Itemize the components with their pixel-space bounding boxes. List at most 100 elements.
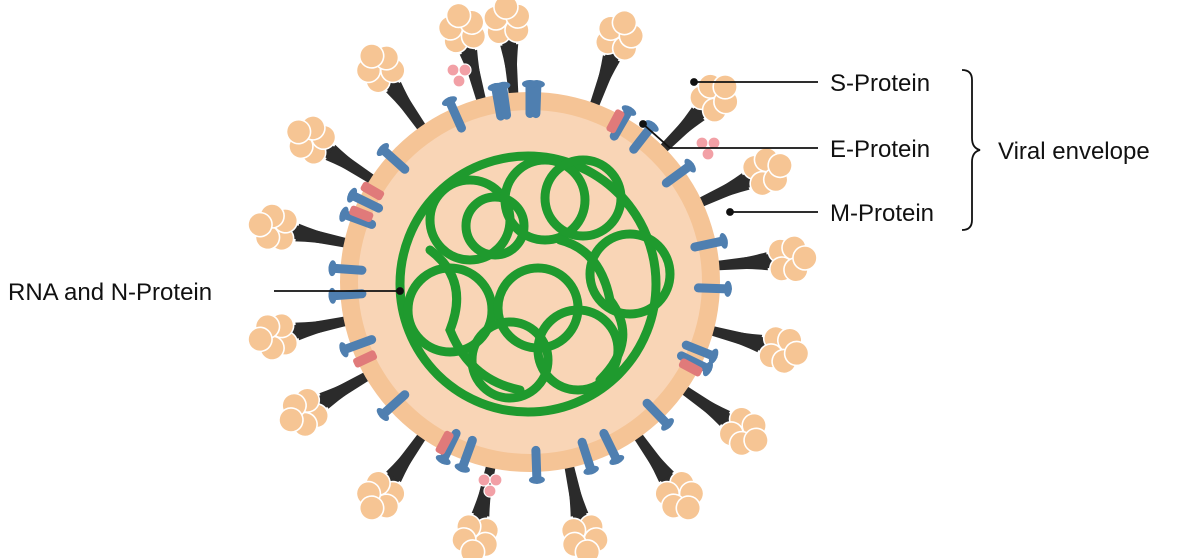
e-protein-head-lobe: [458, 63, 472, 77]
m-protein-body: [445, 97, 466, 133]
m-protein-body: [457, 435, 477, 473]
spike-head-lobe: [445, 2, 472, 29]
e-protein-head-lobe: [701, 147, 715, 161]
e-protein: [360, 181, 385, 201]
e-protein-body: [606, 109, 625, 134]
m-protein: [347, 187, 384, 213]
m-protein: [339, 335, 377, 358]
e-protein: [606, 109, 625, 134]
e-protein-head-lobe: [483, 484, 497, 498]
e-protein-layer: [349, 63, 721, 498]
m-protein-body: [609, 106, 634, 141]
m-protein-cap: [441, 96, 457, 107]
m-protein-cap: [621, 105, 637, 116]
e-protein-head-lobe: [452, 74, 466, 88]
m-protein: [435, 428, 461, 465]
m-protein: [676, 351, 713, 377]
m-protein-body: [577, 437, 596, 475]
m-protein-body: [339, 209, 377, 229]
m-protein-cap: [723, 280, 732, 297]
m-protein-cap: [684, 158, 696, 173]
rna-n-protein-leader-dot: [396, 287, 404, 295]
m-protein-body: [498, 81, 512, 120]
m-protein-cap: [661, 418, 674, 431]
m-protein-body: [347, 190, 384, 213]
m-protein-cap: [494, 81, 511, 91]
e-protein: [349, 205, 374, 223]
s-protein-leader-dot: [690, 78, 698, 86]
spike-head-lobe: [792, 245, 818, 271]
spike-head-lobe: [675, 495, 702, 521]
viral-envelope-brace: [961, 69, 981, 231]
m-protein-cap: [522, 80, 538, 88]
rna-outer-loop: [395, 151, 661, 417]
spike-head-lobe: [278, 407, 304, 433]
rna-n-protein-label: RNA and N-Protein: [8, 279, 212, 306]
m-protein-cap: [328, 260, 337, 277]
m-protein-cap: [702, 361, 713, 377]
m-protein-cap: [376, 407, 389, 422]
m-protein-cap: [435, 454, 451, 465]
m-protein: [599, 428, 625, 465]
spike-head-lobe: [358, 495, 385, 521]
m-protein-body: [690, 236, 728, 252]
m-protein: [441, 96, 466, 133]
m-protein: [376, 142, 410, 174]
e-protein-leader-dot: [639, 120, 647, 128]
m-protein-cap: [328, 287, 337, 304]
m-protein: [690, 232, 728, 252]
m-protein: [454, 435, 477, 473]
rna-strand: [555, 235, 628, 385]
m-protein-cap: [454, 463, 470, 473]
m-protein-body: [378, 145, 410, 174]
e-protein-body: [678, 358, 703, 377]
m-protein-cap: [339, 342, 349, 358]
m-protein-body: [661, 161, 695, 188]
e-protein-head: [477, 473, 503, 498]
m-protein: [693, 280, 732, 297]
m-protein-cap: [376, 142, 389, 157]
e-protein: [678, 358, 703, 377]
rna-n-protein-coil: [395, 151, 675, 417]
m-protein-body: [339, 335, 377, 355]
m-protein: [642, 398, 674, 431]
m-protein: [376, 390, 410, 422]
m-protein-cap: [583, 465, 599, 475]
m-protein-body: [599, 428, 622, 465]
rna-strand: [425, 245, 525, 395]
e-protein-head-lobe: [477, 473, 491, 487]
m-protein-cap: [645, 120, 659, 132]
m-protein-cap: [339, 206, 349, 222]
spike-head-lobe: [611, 9, 638, 36]
e-protein-head: [446, 63, 472, 88]
e-protein: [435, 430, 454, 455]
m-protein-label: M-Protein: [830, 200, 934, 227]
m-protein-body: [438, 428, 461, 465]
m-protein-body: [525, 80, 535, 118]
m-protein: [661, 158, 696, 188]
spike-head-lobe: [712, 74, 738, 100]
m-protein-leader-dot: [726, 208, 734, 216]
m-protein-layer: [328, 80, 732, 484]
rna-loop: [500, 155, 590, 245]
m-protein-body: [531, 445, 542, 484]
e-protein-leader: [642, 123, 818, 149]
m-protein: [609, 105, 637, 141]
e-protein-body: [360, 181, 385, 201]
spike-head-lobe: [767, 152, 793, 179]
spike-head-lobe: [743, 427, 769, 454]
m-protein-body: [328, 289, 367, 301]
m-protein-body: [693, 283, 732, 294]
spike-protein: [645, 73, 739, 167]
m-protein: [494, 81, 512, 120]
m-protein-body: [378, 390, 410, 419]
m-protein-cap: [708, 348, 719, 364]
e-protein-body: [349, 205, 374, 223]
spike-head-lobe: [493, 0, 519, 20]
e-protein-head-lobe: [489, 473, 503, 487]
m-protein: [522, 80, 538, 118]
e-protein-body: [353, 350, 378, 368]
rna-loop: [461, 192, 529, 260]
m-protein-cap: [719, 232, 728, 249]
spike-head-lobe: [247, 326, 273, 353]
